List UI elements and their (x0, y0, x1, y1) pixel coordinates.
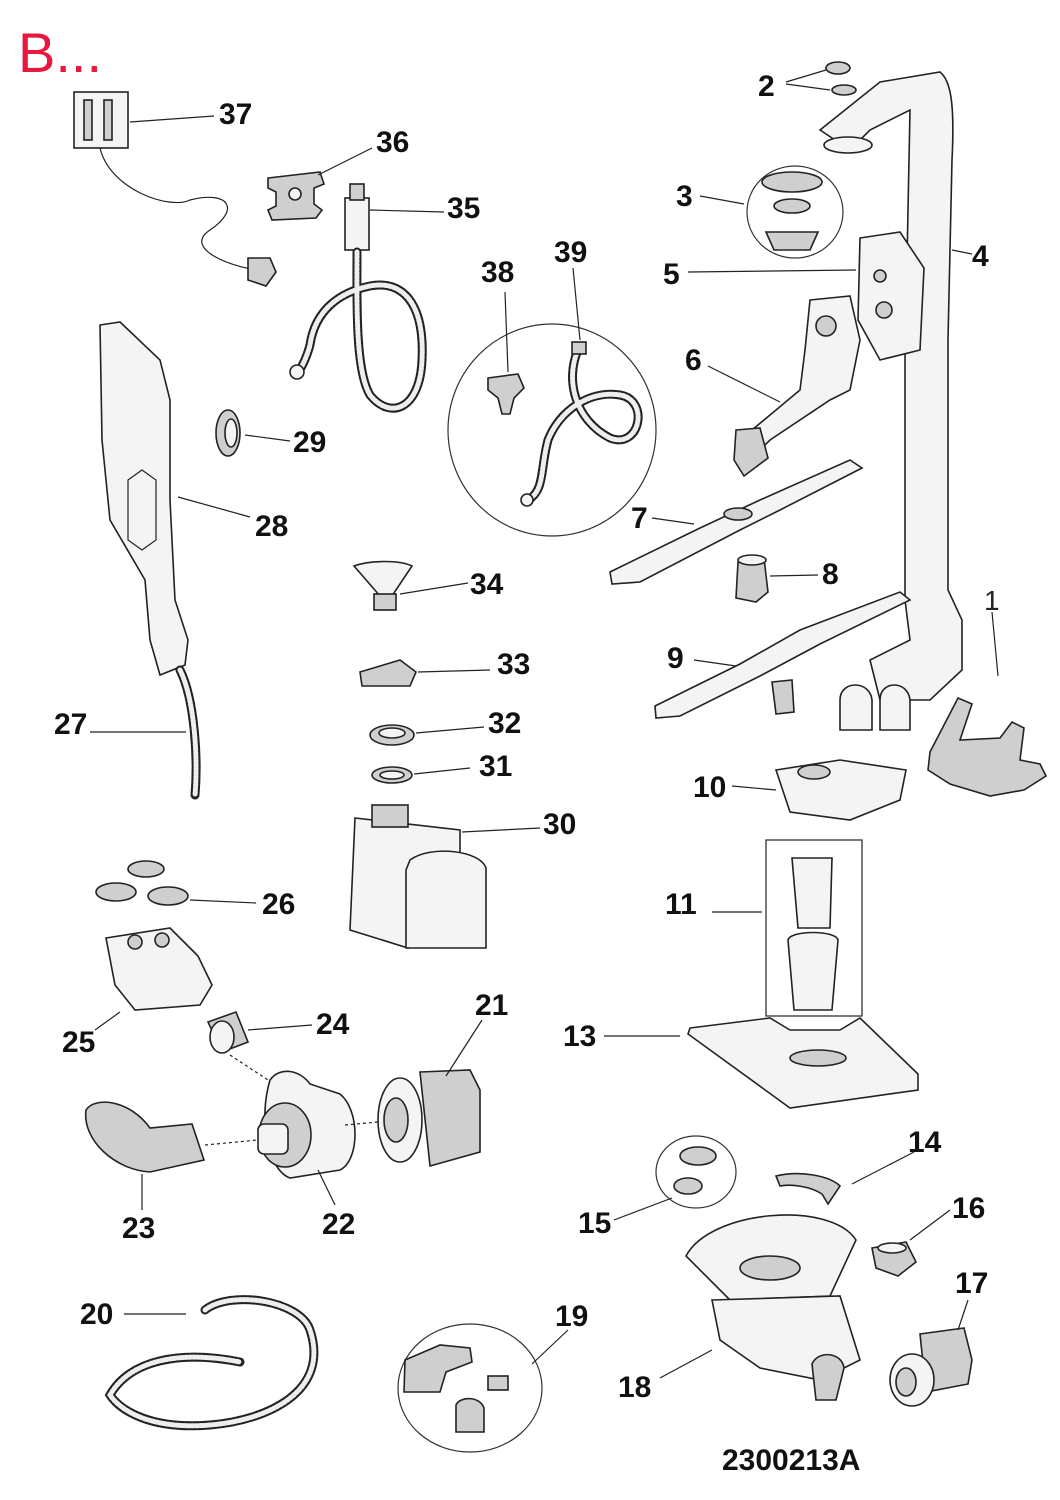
drawing-code: 2300213A (722, 1444, 860, 1477)
label-34: 34 (470, 568, 504, 601)
label-10: 10 (693, 771, 726, 804)
detail-circle-38-39 (447, 323, 657, 537)
label-16: 16 (952, 1192, 985, 1225)
part-34-funnel[interactable] (352, 560, 469, 611)
part-35-inlet-hose[interactable] (289, 183, 445, 413)
part-4-supply-tube[interactable] (818, 71, 973, 731)
part-16-cap[interactable] (871, 1209, 951, 1277)
detail-circle-19 (397, 1323, 543, 1453)
part-10-support[interactable] (731, 759, 907, 821)
label-22: 22 (322, 1208, 355, 1241)
part-30-softener[interactable] (349, 804, 541, 950)
label-27: 27 (54, 708, 87, 741)
part-37-power-cable[interactable] (73, 91, 277, 287)
detail-circle-3 (746, 165, 844, 259)
part-2-nut[interactable] (785, 61, 857, 96)
label-36: 36 (376, 126, 409, 159)
label-21: 21 (475, 989, 508, 1022)
part-1-bracket[interactable] (927, 611, 1048, 797)
part-21-pump-motor[interactable] (377, 1019, 483, 1168)
part-39-hose[interactable] (520, 267, 643, 507)
part-5-bracket[interactable] (687, 231, 925, 361)
part-29-cap[interactable] (215, 409, 291, 457)
part-36-clip[interactable] (266, 147, 373, 221)
label-2: 2 (758, 70, 775, 103)
detail-circle-15 (655, 1135, 737, 1209)
part-26-seals[interactable] (95, 860, 257, 906)
label-37: 37 (219, 98, 252, 131)
label-18: 18 (618, 1371, 651, 1404)
part-11-filter[interactable] (712, 857, 839, 1011)
label-35: 35 (447, 192, 480, 225)
part-6-arm-support[interactable] (707, 295, 861, 478)
part-8-hub[interactable] (735, 554, 819, 603)
label-25: 25 (62, 1026, 95, 1059)
label-14: 14 (908, 1126, 942, 1159)
label-31: 31 (479, 750, 512, 783)
label-15: 15 (578, 1207, 611, 1240)
part-28-side-panel[interactable] (99, 321, 251, 677)
part-13-base-plate[interactable] (604, 1016, 919, 1109)
label-30: 30 (543, 808, 576, 841)
part-27-drain-pipe[interactable] (90, 665, 201, 800)
assembly-guide-line (204, 1139, 259, 1146)
part-3-nozzle[interactable] (699, 171, 823, 251)
part-25-valve-block[interactable] (94, 927, 213, 1031)
page-title: B... (18, 21, 102, 84)
label-38: 38 (481, 256, 514, 289)
label-39: 39 (554, 236, 587, 269)
label-23: 23 (122, 1212, 155, 1245)
part-18-sump[interactable] (659, 1214, 861, 1401)
part-38-pressure-switch[interactable] (487, 291, 525, 415)
part-15-seal[interactable] (613, 1146, 717, 1221)
detail-box-11 (765, 839, 863, 1017)
part-31-gasket[interactable] (371, 766, 471, 784)
label-6: 6 (685, 344, 702, 377)
label-32: 32 (488, 707, 521, 740)
label-4: 4 (972, 240, 989, 273)
part-32-nut[interactable] (369, 724, 485, 746)
part-23-elbow-hose[interactable] (85, 1101, 206, 1210)
assembly-guide-line (229, 1054, 269, 1081)
label-11: 11 (665, 888, 697, 921)
part-17-drain-pump[interactable] (889, 1299, 973, 1407)
part-9-lower-spray-arm[interactable] (654, 591, 912, 719)
part-14-clip[interactable] (774, 1151, 915, 1206)
label-7: 7 (631, 502, 648, 535)
part-19-microswitch[interactable] (403, 1329, 569, 1433)
label-29: 29 (293, 426, 326, 459)
label-26: 26 (262, 888, 295, 921)
label-24: 24 (316, 1008, 350, 1041)
label-1: 1 (984, 585, 1000, 616)
part-7-upper-spray-arm[interactable] (609, 459, 864, 585)
label-17: 17 (955, 1267, 988, 1300)
label-13: 13 (563, 1020, 596, 1053)
part-24-sleeve[interactable] (206, 1010, 313, 1054)
label-3: 3 (676, 180, 693, 213)
label-19: 19 (555, 1300, 588, 1333)
part-20-drain-hose[interactable] (104, 1295, 319, 1431)
label-28: 28 (255, 510, 288, 543)
part-33-plate[interactable] (359, 659, 491, 687)
label-9: 9 (667, 642, 684, 675)
label-33: 33 (497, 648, 530, 681)
label-8: 8 (822, 558, 839, 591)
part-22-pump-housing[interactable] (257, 1070, 356, 1206)
label-5: 5 (663, 258, 680, 291)
label-20: 20 (80, 1298, 113, 1331)
